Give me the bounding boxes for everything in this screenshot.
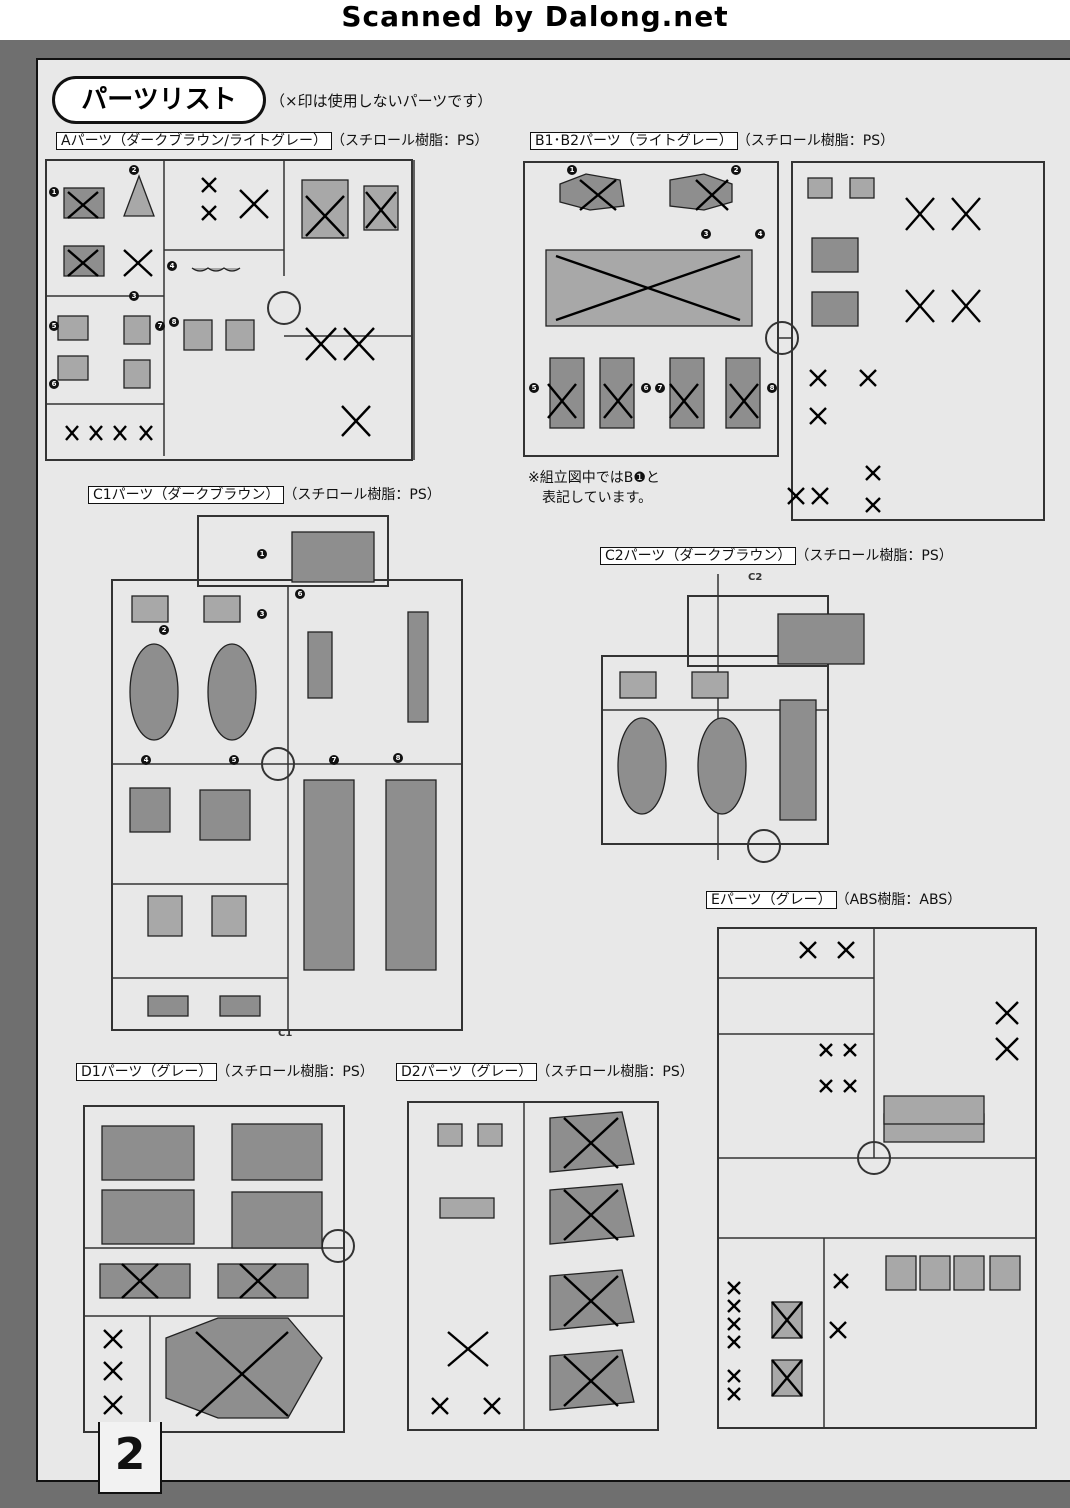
runner-c1-label: C1パーツ（ダークブラウン）（スチロール樹脂：PS） bbox=[88, 484, 441, 504]
runner-e-diagram bbox=[717, 927, 1037, 1429]
runner-d1-label: D1パーツ（グレー）（スチロール樹脂：PS） bbox=[76, 1061, 374, 1081]
runner-c2-diagram: C2 bbox=[601, 572, 865, 863]
svg-text:4: 4 bbox=[170, 262, 175, 270]
runner-c2-tag: C2 bbox=[748, 572, 762, 583]
scan-watermark: Scanned by Dalong.net bbox=[0, 0, 1070, 40]
svg-text:7: 7 bbox=[332, 756, 337, 764]
svg-text:1: 1 bbox=[260, 550, 265, 558]
svg-text:8: 8 bbox=[770, 384, 775, 392]
svg-text:1: 1 bbox=[570, 166, 575, 174]
svg-text:3: 3 bbox=[704, 230, 709, 238]
runner-c1-tag: C1 bbox=[278, 1028, 292, 1039]
runner-d1-diagram bbox=[83, 1105, 355, 1433]
runner-c1-diagram: 1 2 3 4 5 6 7 8 C1 bbox=[111, 515, 463, 1039]
runner-a-diagram: 1 2 3 4 5 6 7 8 bbox=[45, 159, 415, 461]
runner-d2-label: D2パーツ（グレー）（スチロール樹脂：PS） bbox=[396, 1061, 694, 1081]
svg-text:5: 5 bbox=[52, 322, 57, 330]
svg-text:2: 2 bbox=[162, 626, 167, 634]
svg-text:8: 8 bbox=[172, 318, 177, 326]
svg-text:1: 1 bbox=[52, 188, 57, 196]
svg-text:8: 8 bbox=[396, 754, 401, 762]
svg-text:7: 7 bbox=[658, 384, 663, 392]
page-number: 2 bbox=[98, 1422, 162, 1494]
svg-text:4: 4 bbox=[144, 756, 149, 764]
svg-text:7: 7 bbox=[158, 322, 163, 330]
svg-text:6: 6 bbox=[644, 384, 649, 392]
svg-text:4: 4 bbox=[758, 230, 763, 238]
svg-text:3: 3 bbox=[260, 610, 265, 618]
b-note-line-2: 表記しています。 bbox=[542, 490, 653, 506]
b-note-line-1: ※組立図中ではB❶と bbox=[528, 470, 660, 486]
runner-b-label: B1･B2パーツ（ライトグレー）（スチロール樹脂：PS） bbox=[530, 130, 894, 150]
runner-b-diagram: 1 2 3 4 5 6 7 8 bbox=[523, 161, 1045, 521]
runner-a-label: Aパーツ（ダークブラウン/ライトグレー）（スチロール樹脂：PS） bbox=[56, 130, 488, 150]
runner-d2-diagram bbox=[407, 1101, 659, 1431]
runner-c2-label: C2パーツ（ダークブラウン）（スチロール樹脂：PS） bbox=[600, 545, 953, 565]
svg-text:6: 6 bbox=[298, 590, 303, 598]
runner-e-label: Eパーツ（グレー）（ABS樹脂：ABS） bbox=[706, 889, 961, 909]
runner-b-note: ※組立図中ではB❶と 表記しています。 bbox=[528, 468, 660, 508]
page-title: パーツリスト bbox=[52, 76, 266, 124]
svg-text:5: 5 bbox=[532, 384, 537, 392]
svg-text:6: 6 bbox=[52, 380, 57, 388]
svg-text:2: 2 bbox=[734, 166, 739, 174]
svg-text:2: 2 bbox=[132, 166, 137, 174]
svg-text:5: 5 bbox=[232, 756, 237, 764]
title-note: （×印は使用しないパーツです） bbox=[270, 92, 493, 110]
svg-text:3: 3 bbox=[132, 292, 137, 300]
